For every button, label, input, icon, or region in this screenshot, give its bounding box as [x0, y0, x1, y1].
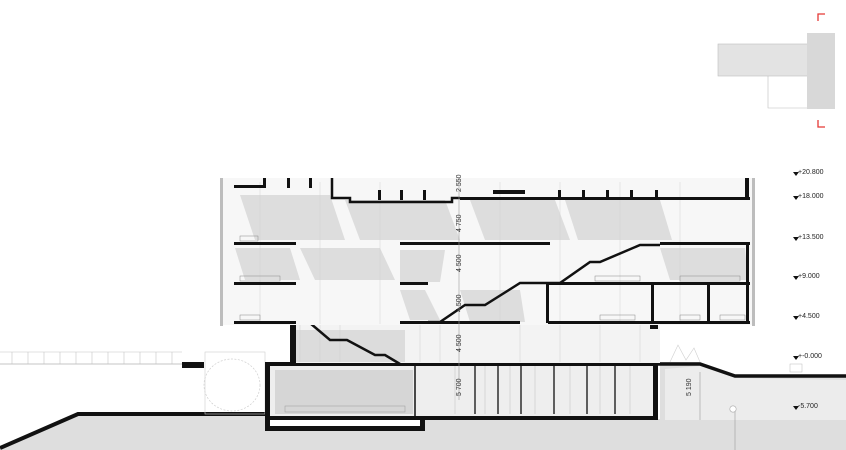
level-label: +4.500 [798, 313, 820, 320]
basement-slab [265, 362, 658, 366]
level-marker-icon [793, 406, 799, 410]
dimension-label: 5 700 [456, 378, 463, 396]
level-marker-icon [793, 172, 799, 176]
tree-outline [203, 358, 261, 412]
level-marker-icon [793, 276, 799, 280]
level-marker-icon [793, 196, 799, 200]
terrain-line [0, 412, 265, 450]
level-minus-5700: -5.700 [793, 403, 818, 410]
ground-floor [290, 321, 701, 366]
ground-light [665, 366, 846, 420]
section-marker-bottom-icon [817, 120, 825, 128]
wall-west [220, 178, 223, 326]
slab-9000-east [548, 282, 750, 285]
key-plan-core [807, 33, 835, 109]
level-markers: +20.800 +18.000 +13.500 +9.000 +4.500 +-… [789, 169, 824, 410]
dimension-label: 4 750 [456, 214, 463, 232]
basement-wall-left [265, 362, 270, 428]
dimension-label: 4 500 [456, 254, 463, 272]
well-marker [729, 405, 737, 413]
roof-profile [330, 178, 460, 204]
dimension-label: 2 550 [456, 174, 463, 192]
dimension-label: 4 500 [456, 294, 463, 312]
level-18000: +18.000 [793, 193, 824, 200]
fence [0, 351, 182, 364]
plant [669, 344, 701, 363]
basement-shade [275, 370, 413, 414]
dimension-label: 4 500 [456, 334, 463, 352]
key-plan [717, 13, 835, 128]
seating-row [284, 405, 406, 413]
basement [265, 362, 658, 431]
column-left [290, 323, 296, 363]
entrance-slab [182, 362, 204, 368]
level-9000: +9.000 [793, 273, 820, 280]
dimension-labels: 2 550 4 750 4 500 4 500 4 500 5 700 5 19… [456, 174, 693, 396]
terrain [0, 351, 846, 450]
section-marker-top-icon [817, 13, 825, 21]
dimension-label: 5 190 [686, 378, 693, 396]
level-label: +20.800 [798, 169, 824, 176]
roof-slab-right [460, 197, 750, 200]
level-label: +13.500 [798, 234, 824, 241]
basement-pit [265, 426, 425, 431]
terrain-fill [0, 362, 846, 450]
ramp-lower [428, 281, 548, 324]
column-right [650, 323, 658, 329]
roof-slab-left [234, 185, 264, 188]
basement-floor [265, 416, 658, 420]
level-13500: +13.500 [793, 234, 824, 241]
level-label: +9.000 [798, 273, 820, 280]
slab-13500-left [234, 242, 296, 245]
slab-9000-left [234, 282, 296, 285]
wall-left [204, 351, 266, 415]
level-marker-icon [793, 237, 799, 241]
level-4500: +4.500 [793, 313, 820, 320]
level-label: +18.000 [798, 193, 824, 200]
pit-wall-right [420, 416, 425, 431]
slab-4500-mid [400, 321, 520, 324]
slab-9000-mid [400, 282, 428, 285]
level-20800: +20.800 [793, 169, 824, 176]
basement-wall-right [653, 362, 658, 420]
wall-east [752, 178, 755, 326]
upper-volume [220, 178, 755, 326]
slab-13500-right [400, 242, 550, 245]
level-marker-icon [793, 316, 799, 320]
level-label: +-0.000 [798, 353, 822, 360]
key-plan-wing [717, 43, 809, 77]
ramp-upper [548, 243, 660, 285]
slab-4500-east [548, 321, 750, 324]
slab-13500-east [660, 242, 750, 245]
level-label: -5.700 [798, 403, 818, 410]
ground-line-right [656, 362, 846, 378]
level-marker-icon [793, 356, 799, 360]
key-plan-outline [767, 76, 808, 109]
slab-4500-left [234, 321, 296, 324]
level-0000: +-0.000 [793, 353, 822, 360]
